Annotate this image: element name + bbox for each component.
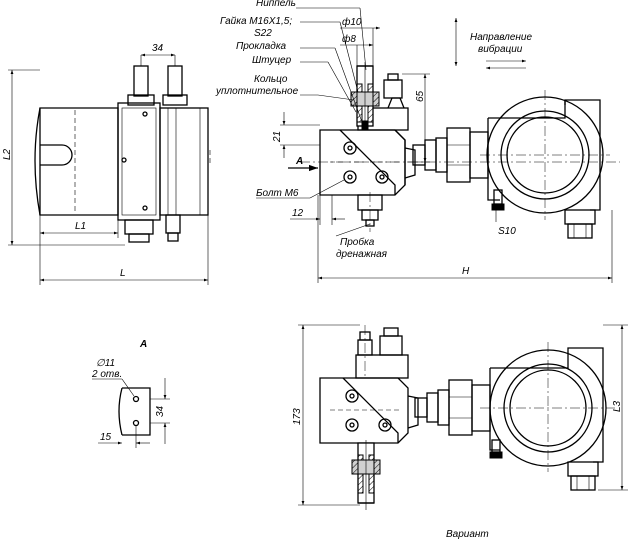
label-vibration-direction-2: вибрации xyxy=(478,43,523,55)
side-housing xyxy=(39,107,119,216)
side-fitting-left xyxy=(133,65,149,97)
label-bolt: Болт М6 xyxy=(256,188,299,199)
label-vibration-direction-1: Направление xyxy=(470,32,532,43)
label-ring-1: Кольцо xyxy=(254,74,288,85)
variant-view: 173 L3 Вариант xyxy=(292,324,628,540)
side-view: 34 L2 L1 L xyxy=(2,43,211,285)
side-fitting-right xyxy=(167,65,183,97)
dim-15: 15 xyxy=(100,432,112,443)
side-bottom-connector xyxy=(124,219,154,235)
label-union: Штуцер xyxy=(252,55,292,66)
side-right-body xyxy=(159,107,209,216)
label-s22: S22 xyxy=(254,28,272,39)
dim-phi10: ф10 xyxy=(342,16,362,28)
dim-L2: L2 xyxy=(2,148,13,160)
dim-L1: L1 xyxy=(75,221,86,232)
label-drain-plug-2: дренажная xyxy=(336,249,388,260)
dim-34-small: 34 xyxy=(155,405,166,417)
label-variant: Вариант xyxy=(446,529,489,540)
dim-L: L xyxy=(120,268,126,279)
label-ring-2: уплотнительное xyxy=(215,86,299,97)
dim-21: 21 xyxy=(272,131,283,143)
label-nipple: Ниппель xyxy=(256,0,296,9)
label-nut: Гайка М16Х1,5; xyxy=(220,16,292,27)
manifold-block xyxy=(319,129,406,196)
label-hole-count: 2 отв. xyxy=(91,369,122,380)
dim-H: H xyxy=(462,266,470,277)
dim-12: 12 xyxy=(292,208,304,219)
dim-L3: L3 xyxy=(612,400,623,412)
dim-173: 173 xyxy=(292,408,303,425)
dim-34-top: 34 xyxy=(152,43,164,54)
main-view: ф10 ф8 65 21 12 H А Направление вибрации xyxy=(215,0,620,283)
label-hole-diameter: ∅11 xyxy=(96,358,115,369)
dim-65: 65 xyxy=(415,90,426,102)
label-s10: S10 xyxy=(498,226,516,237)
view-a-arrow-label: А xyxy=(295,156,303,167)
hex-nut-main xyxy=(446,127,471,183)
label-gasket: Прокладка xyxy=(236,41,287,52)
view-a-detail: А 34 15 ∅11 2 отв. xyxy=(91,339,170,448)
dim-phi8: ф8 xyxy=(342,33,356,45)
label-drain-plug-1: Пробка xyxy=(340,236,375,248)
view-a-title: А xyxy=(139,339,147,350)
